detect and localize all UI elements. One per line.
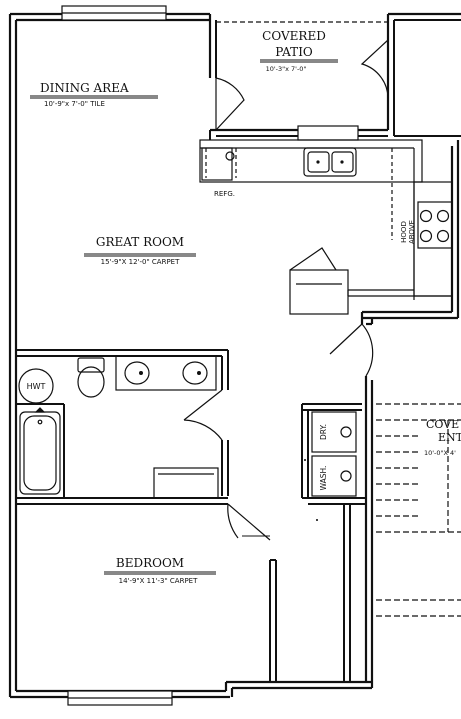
covered-entry-title-1: COVE xyxy=(426,418,459,431)
covered-patio-title-2: PATIO xyxy=(275,45,313,59)
washer-label: WASH. xyxy=(319,466,328,491)
entry-door xyxy=(329,323,374,377)
linen-cabinet xyxy=(153,467,219,499)
kitchen-counters xyxy=(199,139,453,315)
interior-walls xyxy=(16,349,366,682)
great-room-title: GREAT ROOM xyxy=(96,235,184,249)
bedroom-dims: 14'-9"X 11'-3" CARPET xyxy=(119,577,198,585)
hood-label-2: ABOVE xyxy=(408,220,416,244)
label-underlines xyxy=(30,59,338,575)
dryer-icon xyxy=(311,411,357,453)
bedroom-door xyxy=(227,503,271,541)
bath-door xyxy=(183,389,223,441)
kitchen-sink xyxy=(316,160,344,164)
dryer-label: DRY. xyxy=(319,424,328,440)
water-heater-icon xyxy=(18,368,54,404)
covered-entry-title-2: ENT xyxy=(438,431,461,444)
faucet-icon xyxy=(225,151,235,161)
covered-patio-title-1: COVERED xyxy=(262,29,326,43)
covered-entry-outline xyxy=(376,403,461,617)
tub-faucet-icon xyxy=(34,407,46,413)
window-bottom xyxy=(67,690,173,706)
washer-icon xyxy=(311,455,357,497)
dining-area-dims: 10'-9"x 7'-0" TILE xyxy=(44,100,105,108)
hood-label-1: HOOD xyxy=(400,221,408,243)
toilet-icon xyxy=(77,357,105,398)
refrigerator-label: REFG. xyxy=(214,190,235,198)
bedroom-title: BEDROOM xyxy=(116,556,184,570)
exterior-walls xyxy=(8,12,460,699)
covered-patio-dims: 10'-3"x 7'-0" xyxy=(266,65,307,73)
window-top xyxy=(61,5,167,21)
covered-patio-outline xyxy=(208,12,461,141)
water-heater-label: HWT xyxy=(27,382,46,391)
dining-area-title: DINING AREA xyxy=(40,81,129,95)
bath-vanity xyxy=(115,355,217,391)
bathtub-icon xyxy=(19,411,61,495)
great-room-dims: 15'-9"X 12'-0" CARPET xyxy=(101,258,180,266)
covered-entry-dims: 10'-0"X 4' xyxy=(424,449,456,457)
